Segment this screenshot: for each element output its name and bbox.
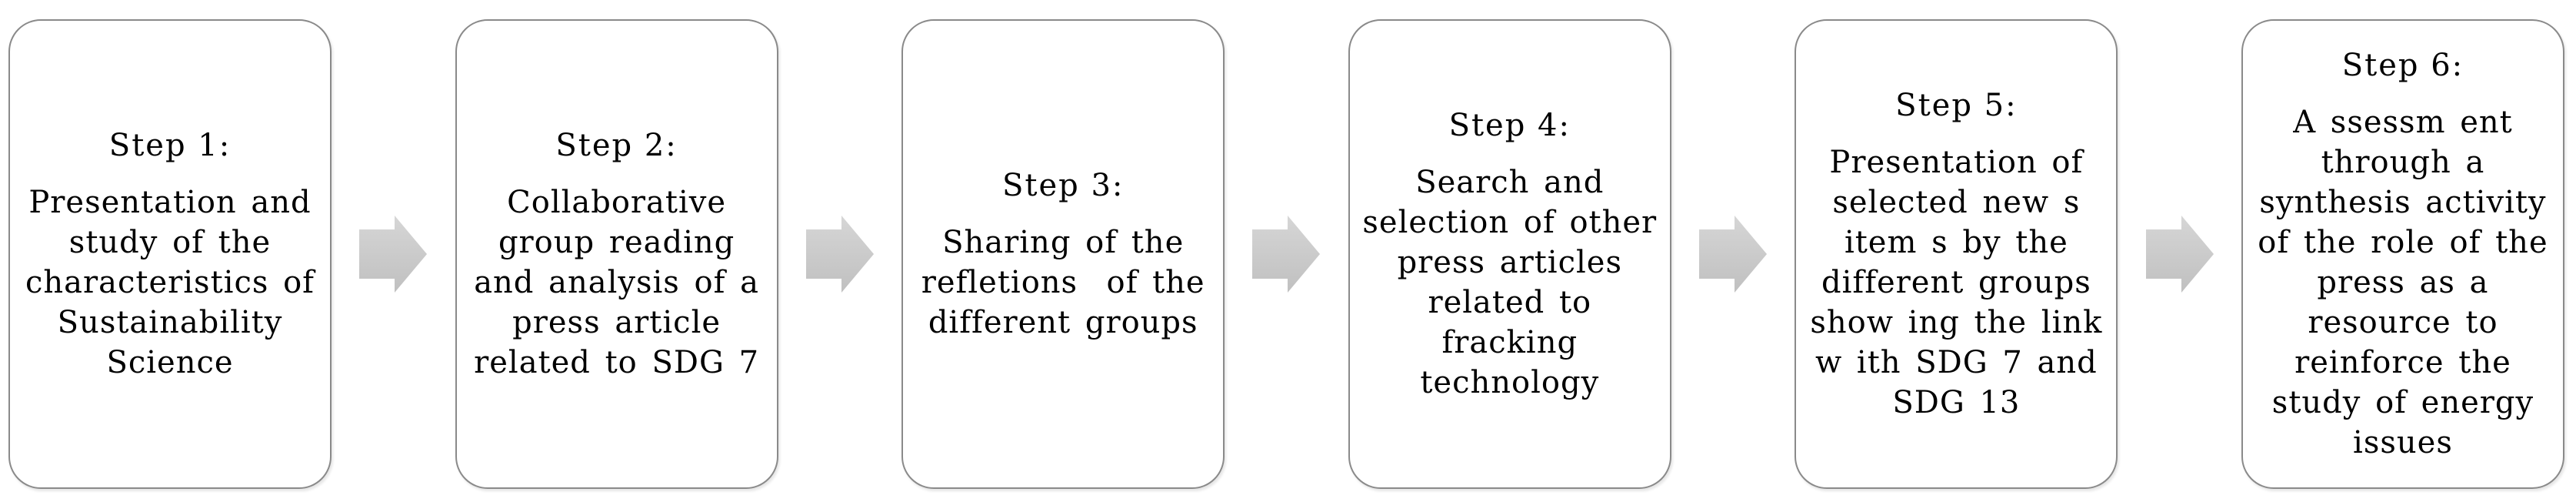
step-body-line: SDG 13 (1892, 385, 2021, 420)
right-block-arrow-icon (1699, 216, 1768, 293)
step-body-line: A ssessm ent (2293, 105, 2513, 140)
step-body-line: Sharing of the (942, 225, 1185, 260)
step-body-line: show ing the link (1810, 305, 2103, 340)
step-body-line: item s by the (1844, 225, 2068, 260)
flow-arrow (1225, 19, 1348, 489)
step-body-line: refletions of the (921, 265, 1205, 300)
step-body-line: resource to (2308, 305, 2498, 340)
step-body: Sharing of the refletions of the different… (921, 223, 1205, 343)
step-body-line: Sustainability (57, 305, 283, 340)
step-body-line: Search and (1415, 165, 1605, 200)
step-cell: Step 4: Search and selection of other pres… (1348, 19, 1795, 489)
step-body-line: through a (2321, 145, 2485, 180)
step-body-line: Presentation and (28, 185, 312, 220)
step-body-line: and analysis of a (474, 265, 759, 300)
step-body-line: different groups (1821, 265, 2091, 300)
step-body-line: Science (106, 345, 234, 380)
step-body-line: different groups (928, 305, 1198, 340)
step-box: Step 1: Presentation and study of the char… (8, 19, 332, 489)
right-block-arrow-icon (1252, 216, 1321, 293)
step-body-line: technology (1420, 365, 1600, 400)
step-body-line: w ith SDG 7 and (1815, 345, 2098, 380)
step-body: Presentation and study of the characterist… (25, 182, 315, 383)
step-cell: Step 5: Presentation of selected new s ite… (1795, 19, 2241, 489)
step-body-line: study of energy (2271, 385, 2534, 420)
step-body: Search and selection of other press articl… (1362, 162, 1657, 403)
step-body-line: related to SDG 7 (474, 345, 760, 380)
step-cell: Step 1: Presentation and study of the char… (8, 19, 455, 489)
step-heading: Step 5: (1895, 88, 2018, 123)
step-body-line: selection of other (1362, 205, 1658, 240)
step-body: Presentation of selected new s item s by t… (1810, 142, 2102, 423)
step-body-line: related to (1428, 285, 1592, 320)
step-box: Step 6: A ssessm ent through a synthesis a… (2241, 19, 2564, 489)
step-heading: Step 3: (1001, 168, 1125, 203)
step-body-line: characteristics of (25, 265, 315, 300)
step-heading: Step 1: (108, 128, 232, 163)
step-box: Step 3: Sharing of the refletions of the d… (901, 19, 1225, 489)
step-body-line: press article (512, 305, 721, 340)
step-body-line: reinforce the (2294, 345, 2511, 380)
step-box: Step 4: Search and selection of other pres… (1348, 19, 1671, 489)
step-cell: Step 2: Collaborative group reading and an… (455, 19, 902, 489)
flow-arrow (1671, 19, 1795, 489)
step-body-line: Presentation of (1829, 145, 2084, 180)
step-cell: Step 6: A ssessm ent through a synthesis a… (2241, 19, 2564, 489)
right-block-arrow-icon (2145, 216, 2214, 293)
step-body: Collaborative group reading and analysis o… (474, 182, 759, 383)
step-body-line: fracking (1441, 325, 1578, 360)
step-cell: Step 3: Sharing of the refletions of the d… (901, 19, 1348, 489)
right-block-arrow-icon (805, 216, 874, 293)
step-body-line: selected new s (1832, 185, 2081, 220)
step-body-line: study of the (68, 225, 272, 260)
step-body-line: group reading (498, 225, 735, 260)
step-body-line: of the role of the (2258, 225, 2548, 260)
step-body-line: synthesis activity (2259, 185, 2547, 220)
flow-arrow (778, 19, 902, 489)
step-body-line: Collaborative (507, 185, 727, 220)
step-body-line: press articles (1397, 245, 1622, 280)
step-body-line: issues (2353, 425, 2453, 460)
flow-arrow (332, 19, 455, 489)
step-body-line: press as a (2317, 265, 2489, 300)
step-body: A ssessm ent through a synthesis activity o… (2258, 102, 2548, 463)
step-heading: Step 6: (2341, 48, 2464, 83)
flow-arrow (2118, 19, 2241, 489)
step-heading: Step 4: (1448, 108, 1571, 143)
step-heading: Step 2: (555, 128, 678, 163)
step-box: Step 2: Collaborative group reading and an… (455, 19, 778, 489)
right-block-arrow-icon (359, 216, 428, 293)
step-box: Step 5: Presentation of selected new s ite… (1795, 19, 2118, 489)
